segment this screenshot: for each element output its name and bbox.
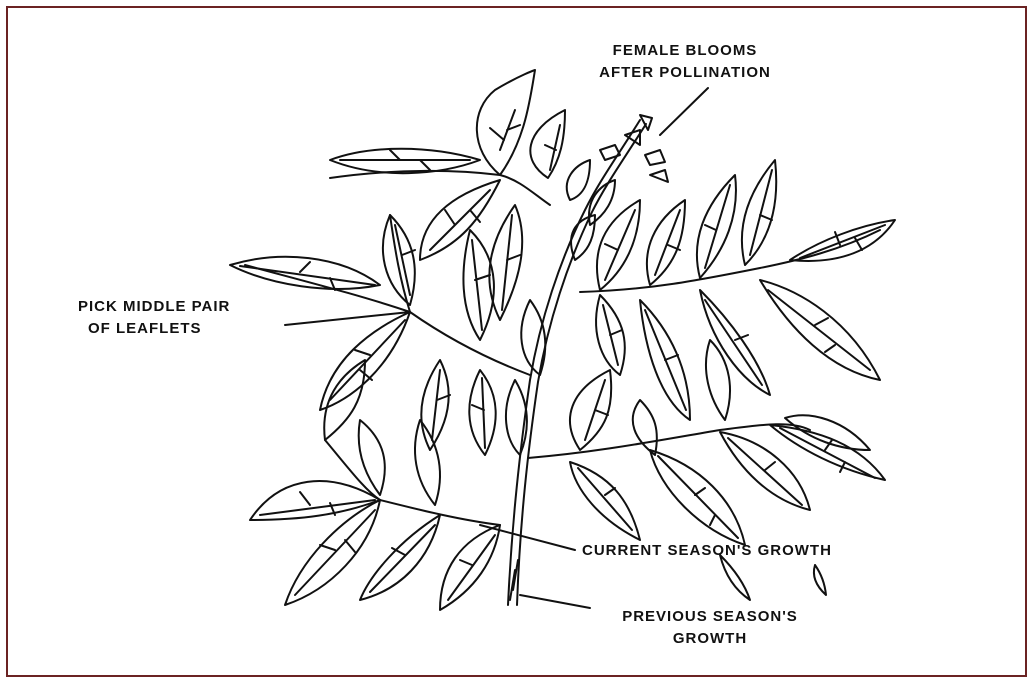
pick-middle-pair-label: PICK MIDDLE PAIR OF LEAFLETS [78, 296, 230, 340]
current-season-growth-label: CURRENT SEASON'S GROWTH [582, 540, 832, 562]
leaflets [230, 70, 895, 610]
female-blooms-label-line2: AFTER POLLINATION [560, 62, 810, 84]
current-season-growth-label-text: CURRENT SEASON'S GROWTH [582, 540, 832, 562]
female-blooms-label-line1: FEMALE BLOOMS [560, 40, 810, 62]
previous-season-growth-label: PREVIOUS SEASON'S GROWTH [585, 606, 835, 650]
pick-middle-pair-label-line2: OF LEAFLETS [78, 318, 230, 340]
leaf-rachises [245, 171, 880, 525]
previous-season-growth-label-line1: PREVIOUS SEASON'S [585, 606, 835, 628]
previous-season-growth-label-line2: GROWTH [585, 628, 835, 650]
female-blooms-label: FEMALE BLOOMS AFTER POLLINATION [560, 40, 810, 84]
pick-middle-pair-label-line1: PICK MIDDLE PAIR [78, 296, 230, 318]
